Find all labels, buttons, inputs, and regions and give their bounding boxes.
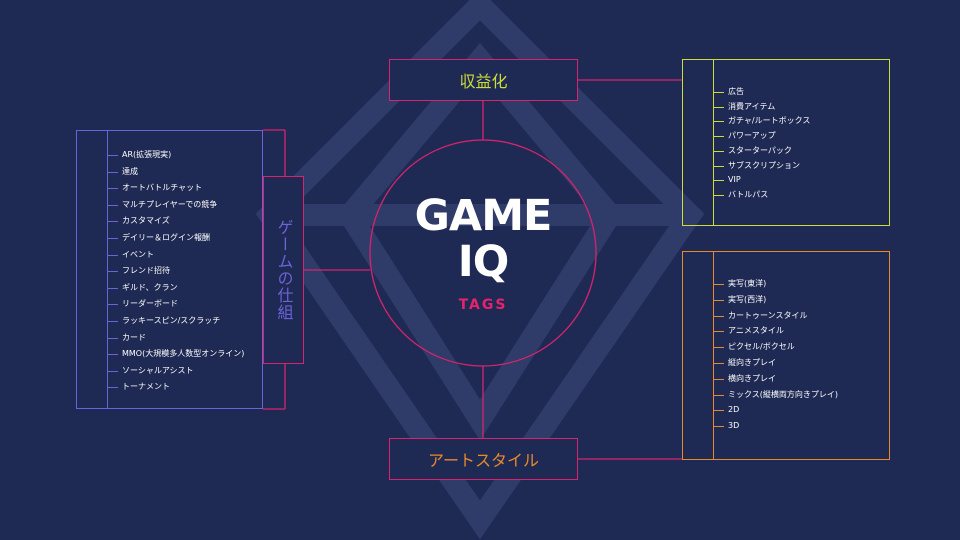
list-item: 縦向きプレイ — [728, 358, 776, 367]
logo-line-2: IQ — [457, 237, 510, 287]
game-mechanics-title: ゲームの仕組 — [274, 219, 294, 321]
list-item: 実写(西洋) — [728, 294, 767, 304]
art-style-list-box — [682, 251, 890, 460]
list-item: カスタマイズ — [122, 216, 170, 226]
list-item: パワーアップ — [728, 131, 776, 141]
list-tick — [713, 165, 724, 167]
list-item: デイリー＆ログイン報酬 — [122, 233, 210, 242]
list-tick — [713, 284, 724, 285]
list-item: ギルド、クラン — [122, 282, 178, 292]
logo-line-1: GAME — [414, 191, 553, 241]
list-tick — [713, 378, 724, 380]
list-tick — [713, 136, 724, 138]
list-item: ガチャ/ルートボックス — [728, 116, 811, 126]
list-item: ピクセル/ボクセル — [728, 342, 795, 352]
connector-lines — [263, 79, 682, 460]
art-style-list-spine — [713, 252, 714, 459]
list-tick — [713, 92, 724, 93]
monetization-list-box — [682, 59, 890, 226]
list-item: MMO(大規模多人数型オンライン) — [122, 349, 245, 359]
list-tick — [107, 188, 118, 190]
list-item: バトルパス — [728, 189, 769, 199]
art-style-title-box: アートスタイル — [389, 438, 578, 480]
list-item: アニメスタイル — [728, 326, 784, 336]
list-item: ラッキースピン/スクラッチ — [122, 316, 221, 325]
list-tick — [713, 410, 724, 412]
list-tick — [107, 238, 118, 239]
list-item: VIP — [728, 175, 741, 185]
list-item: ソーシャルアシスト — [122, 365, 194, 375]
game-iq-logo: GAME IQ TAGS — [370, 140, 596, 366]
list-tick — [713, 426, 724, 428]
list-tick — [713, 150, 724, 152]
list-tick — [713, 394, 724, 396]
art-style-title: アートスタイル — [427, 451, 540, 470]
list-item: 3D — [728, 421, 740, 431]
monetization-title-box: 収益化 — [389, 59, 578, 101]
list-item: スターターパック — [728, 145, 792, 155]
monetization-list-spine — [713, 60, 714, 225]
monetization-title: 収益化 — [459, 72, 508, 91]
list-item: 横向きプレイ — [728, 373, 776, 383]
list-item: オートバトルチャット — [122, 183, 203, 193]
list-tick — [107, 271, 118, 273]
list-tick — [107, 287, 118, 289]
list-item: イベント — [122, 249, 154, 259]
list-item: リーダーボード — [122, 299, 178, 309]
list-tick — [107, 354, 118, 356]
list-item: 広告 — [728, 87, 744, 96]
list-tick — [713, 106, 724, 108]
list-item: フレンド招待 — [122, 266, 170, 276]
list-item: 実写(東洋) — [728, 279, 767, 288]
list-item: 達成 — [122, 166, 138, 176]
list-item: AR(拡張現実) — [122, 150, 172, 159]
list-tick — [107, 171, 118, 173]
list-tick — [713, 299, 724, 301]
list-item: サブスクリプション — [728, 160, 800, 170]
list-tick — [713, 180, 724, 182]
list-item: カード — [122, 332, 146, 342]
list-tick — [107, 321, 118, 322]
list-item: カートゥーンスタイル — [728, 310, 808, 320]
game-mechanics-list-box — [76, 130, 263, 409]
list-tick — [107, 387, 118, 389]
list-item: 2D — [728, 405, 740, 415]
list-tick — [107, 304, 118, 306]
list-tick — [107, 337, 118, 339]
list-tick — [713, 121, 724, 123]
logo-subtitle: TAGS — [458, 297, 508, 313]
list-tick — [107, 155, 118, 156]
list-tick — [713, 347, 724, 349]
game-mechanics-title-box: ゲームの仕組 — [263, 176, 304, 364]
list-tick — [713, 315, 724, 317]
list-item: トーナメント — [122, 382, 170, 392]
list-tick — [107, 254, 118, 256]
list-tick — [107, 204, 118, 206]
list-tick — [713, 331, 724, 333]
list-tick — [107, 370, 118, 372]
list-tick — [107, 221, 118, 223]
game-mechanics-list-spine — [107, 131, 108, 408]
list-item: マルチプレイヤーでの競争 — [122, 199, 218, 209]
list-tick — [713, 194, 724, 196]
list-item: 消費アイテム — [728, 101, 776, 111]
diamond-watermark — [255, 0, 705, 540]
list-tick — [713, 363, 724, 364]
list-item: ミックス(縦横両方向きプレイ) — [728, 389, 839, 399]
